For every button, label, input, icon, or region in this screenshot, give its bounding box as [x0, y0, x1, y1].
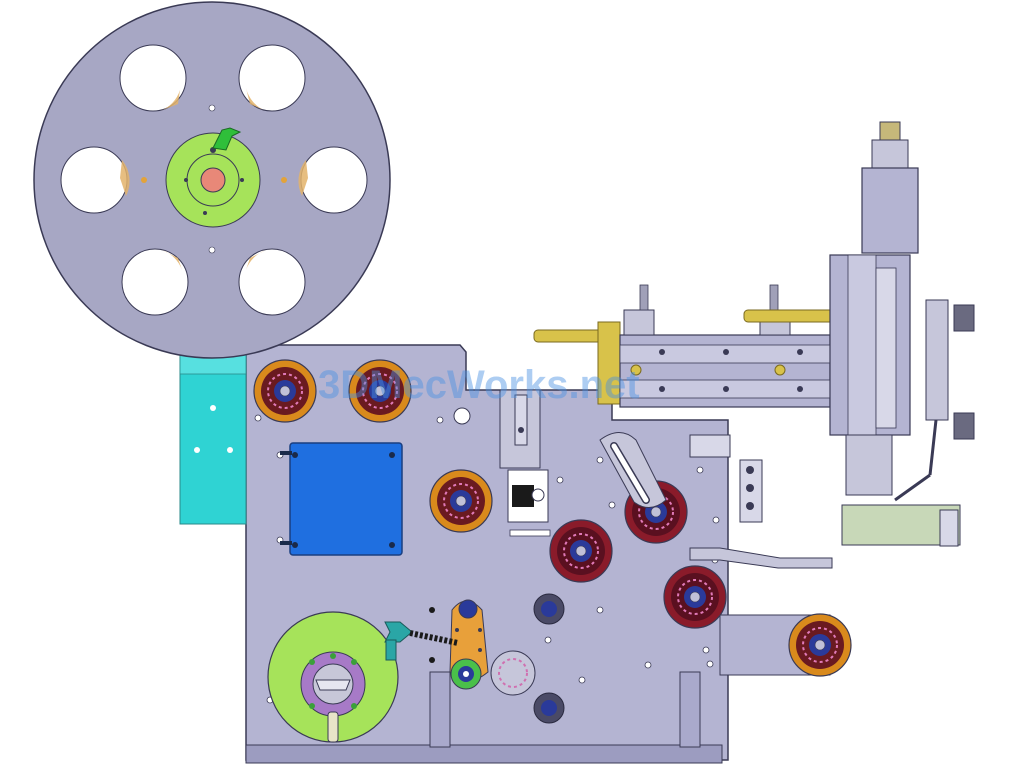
- adjust-knob-icon: [384, 621, 459, 661]
- guide-roller-icon: [253, 359, 317, 423]
- horizontal-slide: [533, 284, 835, 408]
- sensor-bracket: [499, 389, 551, 537]
- supply-reel-icon: [33, 1, 391, 359]
- cylinder-icon: [829, 121, 975, 547]
- guide-roller-icon: [549, 519, 613, 583]
- cyan-side-panel: [179, 351, 247, 525]
- guide-roller-icon: [788, 613, 852, 677]
- tension-arm: [429, 599, 489, 690]
- guide-roller-icon: [429, 469, 493, 533]
- small-bearings: [490, 593, 565, 724]
- rewind-reel-icon: [267, 611, 399, 743]
- guide-roller-icon: [663, 565, 727, 629]
- slotted-guide-arm: [599, 432, 667, 508]
- watermark-text: 3DMecWorks.net: [318, 363, 640, 407]
- guide-roller-icon: [253, 359, 852, 677]
- peel-plate: [689, 434, 833, 569]
- guide-roller-icon: [348, 359, 412, 423]
- motor-box-icon: [280, 442, 403, 556]
